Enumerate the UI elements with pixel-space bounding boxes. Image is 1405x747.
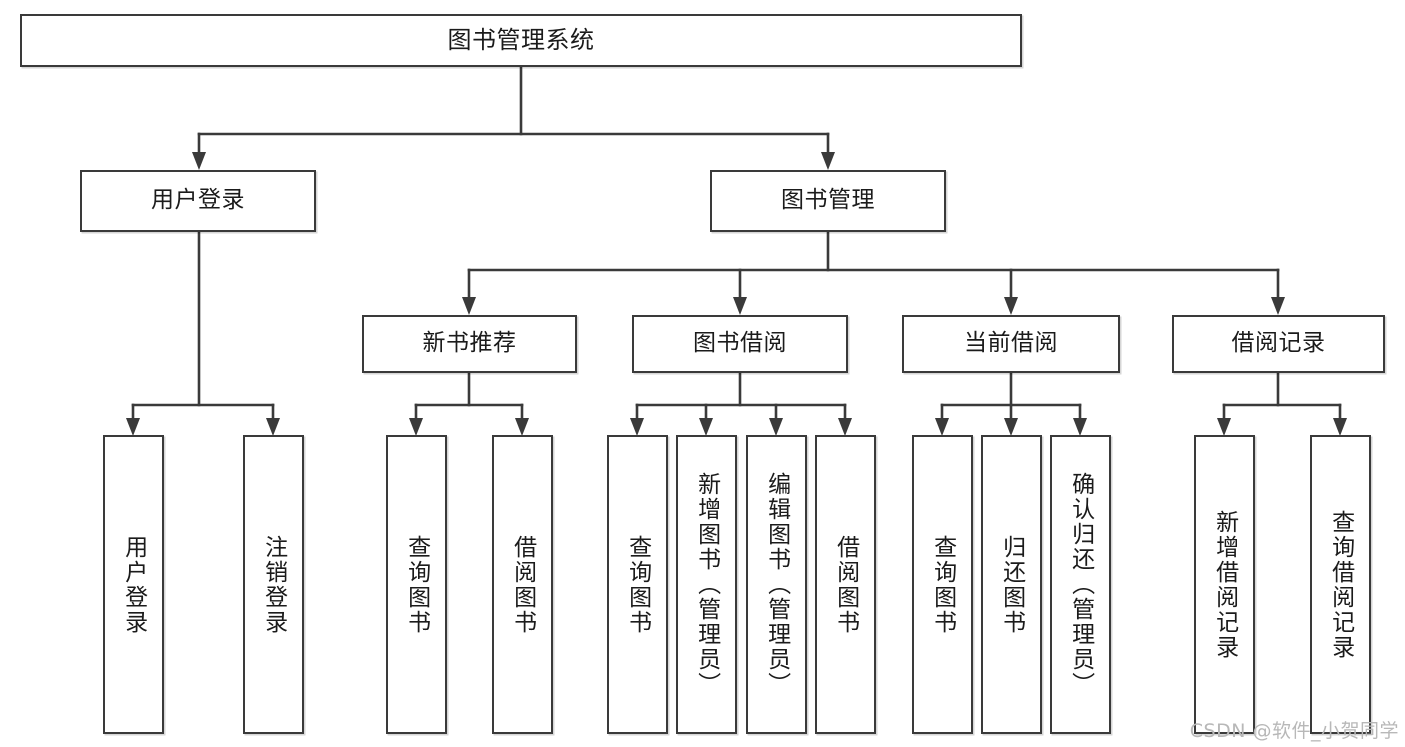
node-label: 新书推荐 xyxy=(422,330,517,357)
leaf-return-books[interactable]: 归还图书 xyxy=(981,435,1042,734)
leaf-search-books-recommend[interactable]: 查询图书 xyxy=(386,435,447,734)
node-current-borrowing[interactable]: 当前借阅 xyxy=(902,315,1120,373)
node-book-management[interactable]: 图书管理 xyxy=(710,170,946,232)
leaf-search-books-current[interactable]: 查询图书 xyxy=(912,435,973,734)
node-new-book-recommendation[interactable]: 新书推荐 xyxy=(362,315,577,373)
node-label: 归还图书 xyxy=(998,534,1025,635)
node-label: 查询借阅记录 xyxy=(1327,509,1354,660)
node-label: 借阅记录 xyxy=(1231,330,1326,357)
node-root-book-management-system[interactable]: 图书管理系统 xyxy=(20,14,1022,67)
leaf-borrow-books-recommend[interactable]: 借阅图书 xyxy=(492,435,553,734)
node-label: 借阅图书 xyxy=(509,534,536,635)
leaf-search-borrow-record[interactable]: 查询借阅记录 xyxy=(1310,435,1371,734)
leaf-confirm-return-admin[interactable]: 确认归还（管理员） xyxy=(1050,435,1111,734)
node-label: 编辑图书（管理员） xyxy=(763,472,790,697)
leaf-add-book-admin[interactable]: 新增图书（管理员） xyxy=(676,435,737,734)
leaf-logout[interactable]: 注销登录 xyxy=(243,435,304,734)
node-label: 新增借阅记录 xyxy=(1211,509,1238,660)
leaf-edit-book-admin[interactable]: 编辑图书（管理员） xyxy=(746,435,807,734)
node-label: 图书管理系统 xyxy=(447,26,595,55)
node-borrowing-record[interactable]: 借阅记录 xyxy=(1172,315,1385,373)
node-label: 查询图书 xyxy=(929,534,956,635)
watermark: CSDN @软件_小贺同学 xyxy=(1189,720,1399,742)
leaf-user-login[interactable]: 用户登录 xyxy=(103,435,164,734)
node-label: 借阅图书 xyxy=(832,534,859,635)
leaf-add-borrow-record[interactable]: 新增借阅记录 xyxy=(1194,435,1255,734)
leaf-borrow-books[interactable]: 借阅图书 xyxy=(815,435,876,734)
node-label: 新增图书（管理员） xyxy=(693,472,720,697)
node-label: 确认归还（管理员） xyxy=(1067,472,1094,697)
node-label: 查询图书 xyxy=(624,534,651,635)
leaf-search-books-borrow[interactable]: 查询图书 xyxy=(607,435,668,734)
node-label: 注销登录 xyxy=(260,534,287,635)
node-label: 用户登录 xyxy=(120,534,147,635)
node-label: 用户登录 xyxy=(151,187,245,214)
node-label: 图书管理 xyxy=(781,187,875,214)
node-label: 查询图书 xyxy=(403,534,430,635)
node-label: 图书借阅 xyxy=(693,330,787,357)
node-book-borrowing[interactable]: 图书借阅 xyxy=(632,315,848,373)
node-label: 当前借阅 xyxy=(964,330,1058,357)
node-user-login[interactable]: 用户登录 xyxy=(80,170,316,232)
